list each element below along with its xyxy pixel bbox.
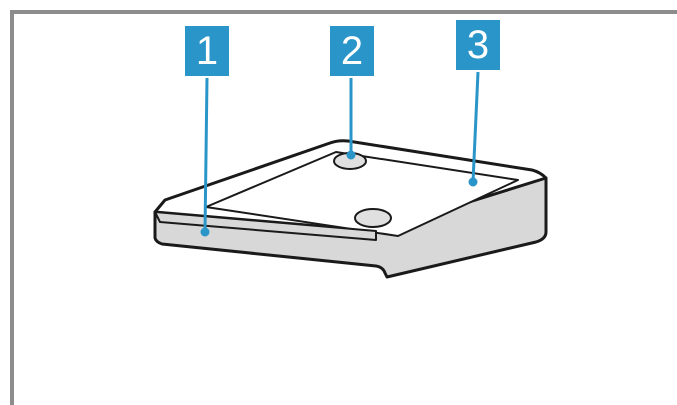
leader-dot-3 xyxy=(468,177,478,187)
tray-inner-panel xyxy=(205,151,519,237)
leader-dot-1 xyxy=(200,227,210,237)
leader-dot-2 xyxy=(346,150,356,160)
tray-front-lip xyxy=(154,211,377,241)
leader-line-1 xyxy=(203,77,209,233)
frame-top-border xyxy=(10,10,677,14)
leader-line-3 xyxy=(471,71,480,183)
frame-left-border xyxy=(10,10,14,405)
front-foot xyxy=(354,208,392,228)
callout-badge-2: 2 xyxy=(330,26,374,76)
callout-badge-3: 3 xyxy=(456,20,500,70)
callout-badge-1: 1 xyxy=(185,26,229,76)
tray-front-rim xyxy=(153,174,548,279)
